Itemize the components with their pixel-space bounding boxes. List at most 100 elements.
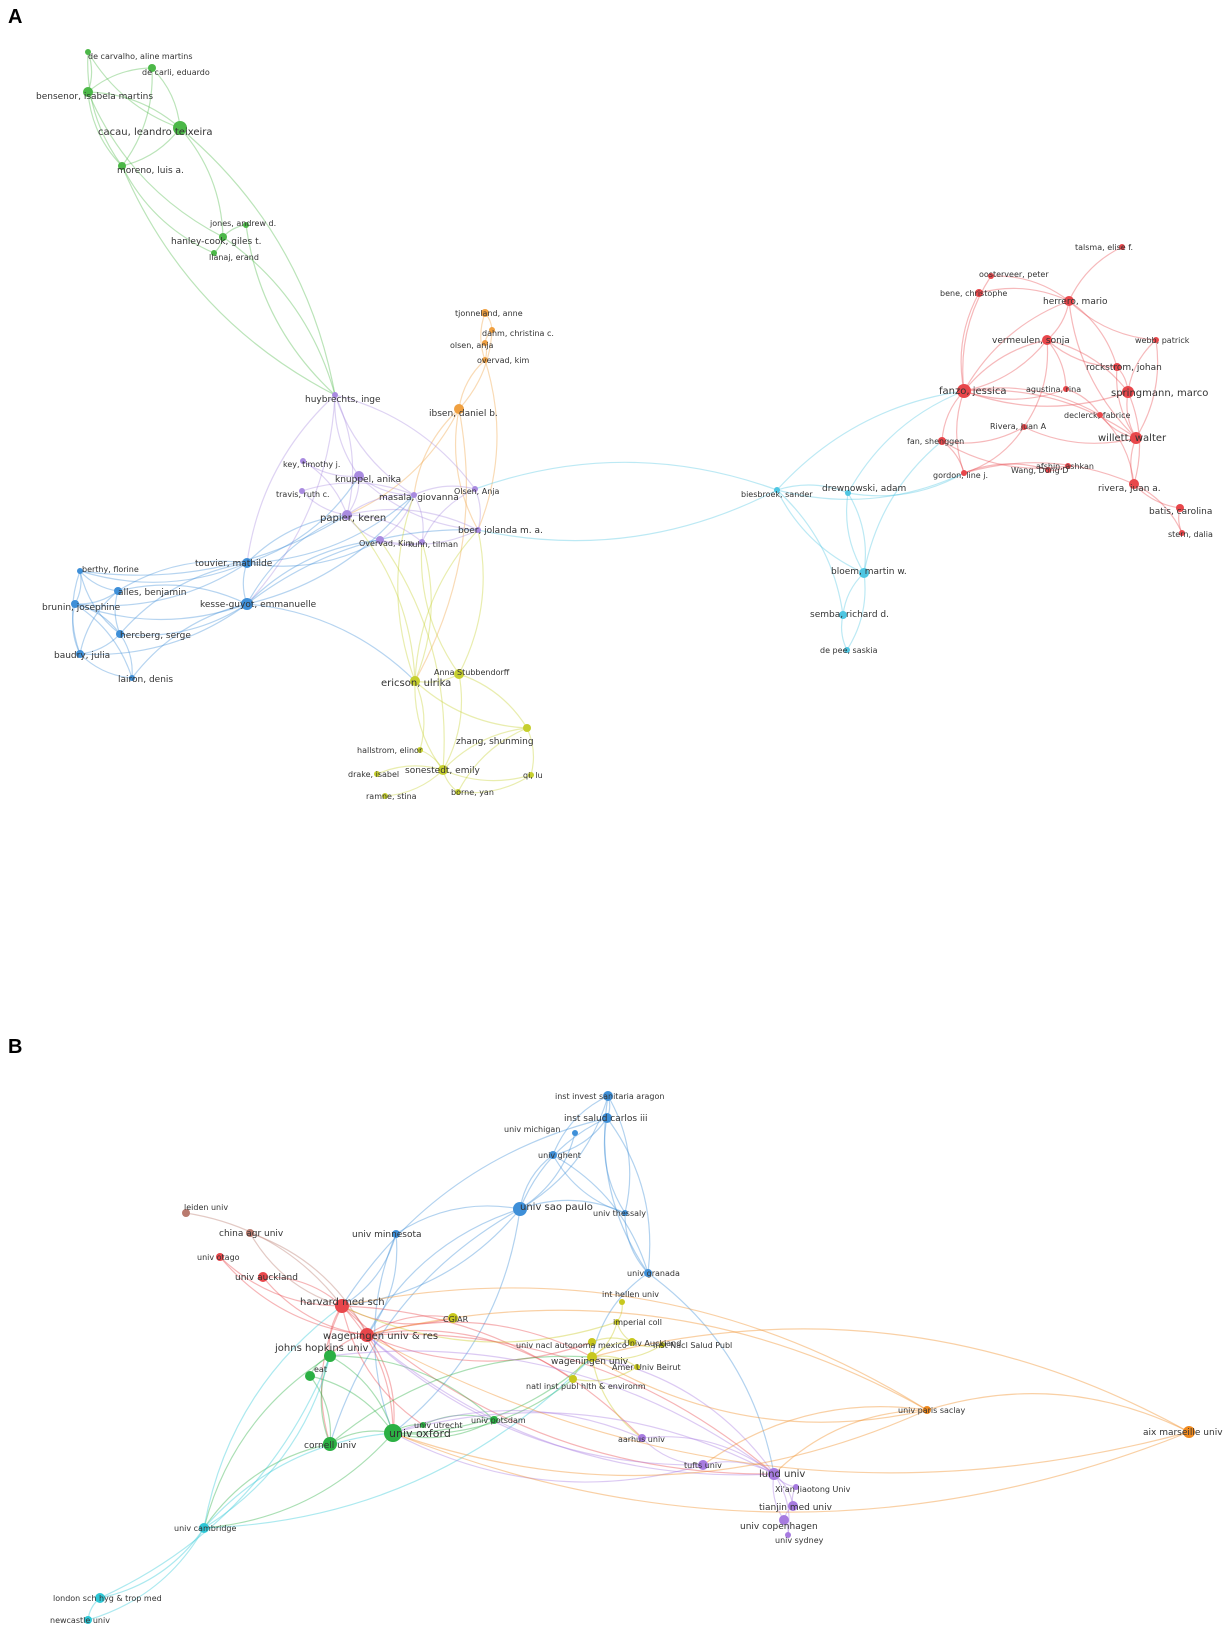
network-edge (346, 494, 415, 516)
network-edge (246, 394, 336, 605)
node-label-inst-invest-sanitaria-aragon: inst invest sanitaria aragon (555, 1092, 664, 1101)
network-edge (222, 236, 336, 396)
network-edge (776, 489, 844, 616)
node-inst-nacl-salud-publ (659, 1342, 665, 1348)
node-label-sonestedt-emily: sonestedt, emily (405, 766, 480, 776)
node-label-univ-nacl-autonoma-mexico: univ nacl autonoma mexico (516, 1341, 627, 1350)
node-label-kesse-guyot-emmanuelle: kesse-guyot, emmanuelle (200, 600, 317, 610)
network-edge (413, 408, 460, 496)
network-edge (526, 727, 535, 776)
network-edge (392, 1432, 704, 1483)
network-edge (87, 91, 181, 129)
node-label-newcastle-univ: newcastle univ (50, 1616, 110, 1625)
network-edge (341, 1287, 928, 1411)
network-edge (87, 91, 224, 238)
node-label-tjonneland-anne: tjonneland, anne (455, 309, 523, 318)
node-overvad-kim (482, 357, 488, 363)
node-vermeulen-sonja (1042, 335, 1052, 345)
node-papier-keren (342, 510, 352, 520)
network-edge (624, 1212, 649, 1274)
node-huybrechts-inge (332, 392, 338, 398)
network-edge (414, 541, 432, 682)
network-edge (249, 1232, 368, 1336)
node-univ-otago (216, 1253, 224, 1261)
network-edge (87, 91, 123, 167)
node-label-univ-sao-paulo: univ sao paulo (520, 1202, 593, 1213)
node-univ-minnesota (392, 1230, 400, 1238)
node-label-semba-richard-d: semba, richard d. (810, 610, 889, 620)
node-label-jones-andrew-d: jones, andrew d. (209, 219, 276, 228)
network-edge (262, 1276, 343, 1307)
network-edge (74, 562, 248, 607)
network-edge (358, 475, 479, 531)
node-label-gordon-line-j: gordon, line j. (933, 471, 988, 480)
node-label-wageningen-univ-res: wageningen univ & res (323, 1331, 438, 1342)
node-label-lairon-denis: lairon, denis (118, 675, 173, 685)
network-edge (963, 389, 1137, 439)
node-label-univ-granada: univ granada (627, 1269, 680, 1278)
network-edge (458, 359, 486, 410)
network-edge (477, 489, 778, 542)
node-label-brunin-josephine: brunin, josephine (42, 603, 121, 613)
node-label-drewnowski-adam: drewnowski, adam (822, 484, 906, 494)
network-edge (373, 1233, 397, 1434)
node-natl-inst-publ-hlth-environm (569, 1375, 577, 1383)
node-kuhn-tilman (419, 539, 425, 545)
node-label-xi-an-jiaotong-univ: Xi'an Jiaotong Univ (775, 1485, 851, 1494)
node-llanaj-erand (211, 250, 217, 256)
network-edge (1046, 339, 1118, 368)
node-int-hellen-univ (619, 1299, 625, 1305)
network-edge (329, 1355, 593, 1445)
node-layer (71, 49, 1185, 799)
node-label-moreno-luis-a: moreno, luis a. (117, 166, 184, 176)
node-imperial-coll (614, 1319, 620, 1325)
network-edge (334, 394, 360, 477)
node-label-rivera-juan-a: rivera, juan a. (1098, 484, 1161, 494)
network-edge (119, 603, 248, 636)
network-edge (334, 394, 476, 490)
network-edge (87, 67, 153, 93)
node-amer-univ-beirut (634, 1364, 640, 1370)
node-label-inst-salud-carlos-iii: inst salud carlos iii (564, 1114, 648, 1124)
network-edge (963, 426, 1025, 474)
node-label-inst-nacl-salud-publ: Inst Nacl Salud Publ (653, 1341, 732, 1350)
network-edge (519, 1132, 576, 1210)
network-edge (185, 1212, 343, 1307)
node-label-anna-stubbendorff: Anna Stubbendorff (434, 668, 510, 677)
node-key-timothy-j (300, 458, 306, 464)
node-alles-benjamin (114, 587, 122, 595)
network-edge (341, 1305, 618, 1343)
node-label-llanaj-erand: llanaj, erand (209, 253, 259, 262)
network-edge (773, 1409, 928, 1475)
network-edge (329, 1350, 775, 1475)
network-edge (379, 494, 415, 541)
network-edge (302, 460, 360, 477)
node-tjonneland-anne (481, 309, 489, 317)
node-label-int-hellen-univ: int hellen univ (602, 1290, 659, 1299)
network-edge (246, 514, 348, 564)
network-edge (119, 562, 248, 635)
node-label-de-carli-eduardo: de carli, eduardo (142, 68, 210, 77)
node-label-hanley-cook-giles-t: hanley-cook, giles t. (171, 237, 261, 247)
node-olsen-anja (472, 486, 478, 492)
node-label-talsma-elise-f: talsma, elise f. (1075, 243, 1133, 252)
node-lairon-denis (129, 675, 135, 681)
node-label-johns-hopkins-univ: johns hopkins univ (274, 1343, 369, 1354)
network-edge (346, 514, 423, 543)
network-edge (71, 570, 81, 655)
node-label-alles-benjamin: alles, benjamin (118, 588, 186, 598)
node-label-univ-ghent: univ ghent (538, 1151, 581, 1160)
network-edge (442, 769, 532, 782)
node-oosterveer-peter (988, 273, 994, 279)
node-sonestedt-emily (438, 765, 448, 775)
node-label-bloem-martin-w: bloem, martin w. (831, 567, 907, 577)
network-edge (346, 514, 416, 682)
network-edge (329, 1208, 521, 1445)
node-drake-isabel (374, 771, 380, 777)
network-edge (414, 529, 479, 682)
node-hercberg-serge (116, 630, 124, 638)
network-edge (926, 1393, 1190, 1433)
network-edge (552, 1154, 626, 1214)
node-label-boer-jolanda-m-a: boer, jolanda m. a. (458, 526, 543, 536)
network-edge (397, 494, 416, 682)
